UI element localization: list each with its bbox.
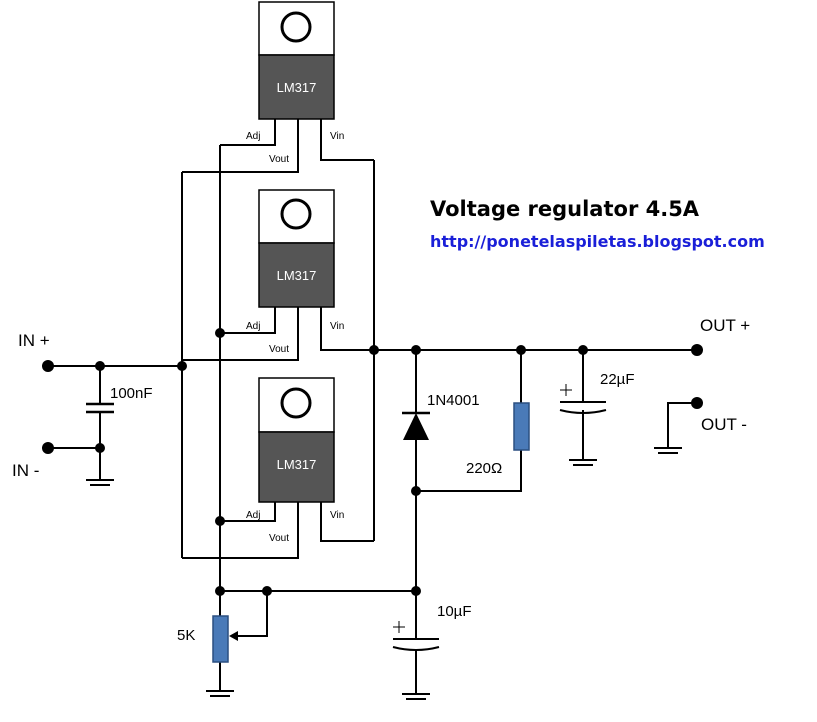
resistor-220 <box>513 402 530 451</box>
regulator-body <box>258 54 335 120</box>
terminal-label-out-minus: OUT - <box>701 415 747 434</box>
pin-label-adj: Adj <box>246 131 260 142</box>
page-title: Voltage regulator 4.5A <box>430 197 700 221</box>
pin-label-vout: Vout <box>269 344 289 355</box>
pin-label-adj: Adj <box>246 321 260 332</box>
ground-symbol <box>402 693 430 700</box>
regulator-2: LM317 Adj Vout Vin <box>246 189 344 355</box>
ground-symbol <box>654 447 682 454</box>
potentiometer-5k <box>212 615 238 663</box>
pin-label-adj: Adj <box>246 510 260 521</box>
regulator-part-label: LM317 <box>277 80 317 95</box>
mounting-hole <box>280 387 312 419</box>
capacitor-label-10uf: 10µF <box>437 603 472 620</box>
diode-1n4001 <box>402 411 430 440</box>
regulator-1: LM317 Adj Vout Vin <box>246 1 344 165</box>
regulator-3: LM317 Adj Vout Vin <box>246 377 344 544</box>
regulator-part-label: LM317 <box>277 268 317 283</box>
potentiometer-label: 5K <box>177 627 195 644</box>
pin-label-vin: Vin <box>330 510 344 521</box>
regulator-part-label: LM317 <box>277 457 317 472</box>
terminal-label-in-plus: IN + <box>18 331 50 350</box>
capacitor-100nf <box>86 402 114 414</box>
ground-symbol <box>86 479 114 486</box>
capacitor-22uf <box>559 384 607 414</box>
source-url: http://ponetelaspiletas.blogspot.com <box>430 232 765 251</box>
pin-label-vout: Vout <box>269 154 289 165</box>
regulator-body <box>258 242 335 308</box>
regulator-body <box>258 431 335 503</box>
ground-symbol <box>206 690 234 697</box>
capacitor-label-22uf: 22µF <box>600 371 635 388</box>
resistor-label: 220Ω <box>466 460 502 477</box>
terminal-label-out-plus: OUT + <box>700 316 750 335</box>
mounting-hole <box>280 198 312 230</box>
terminal-label-in-minus: IN - <box>12 461 39 480</box>
pin-label-vin: Vin <box>330 131 344 142</box>
pin-label-vin: Vin <box>330 321 344 332</box>
capacitor-label-100nf: 100nF <box>110 385 153 402</box>
diode-label: 1N4001 <box>427 392 480 409</box>
mounting-hole <box>280 11 312 43</box>
junction-dots <box>42 328 703 596</box>
capacitor-10uf <box>392 621 440 651</box>
pin-label-vout: Vout <box>269 533 289 544</box>
ground-symbol <box>569 459 597 466</box>
